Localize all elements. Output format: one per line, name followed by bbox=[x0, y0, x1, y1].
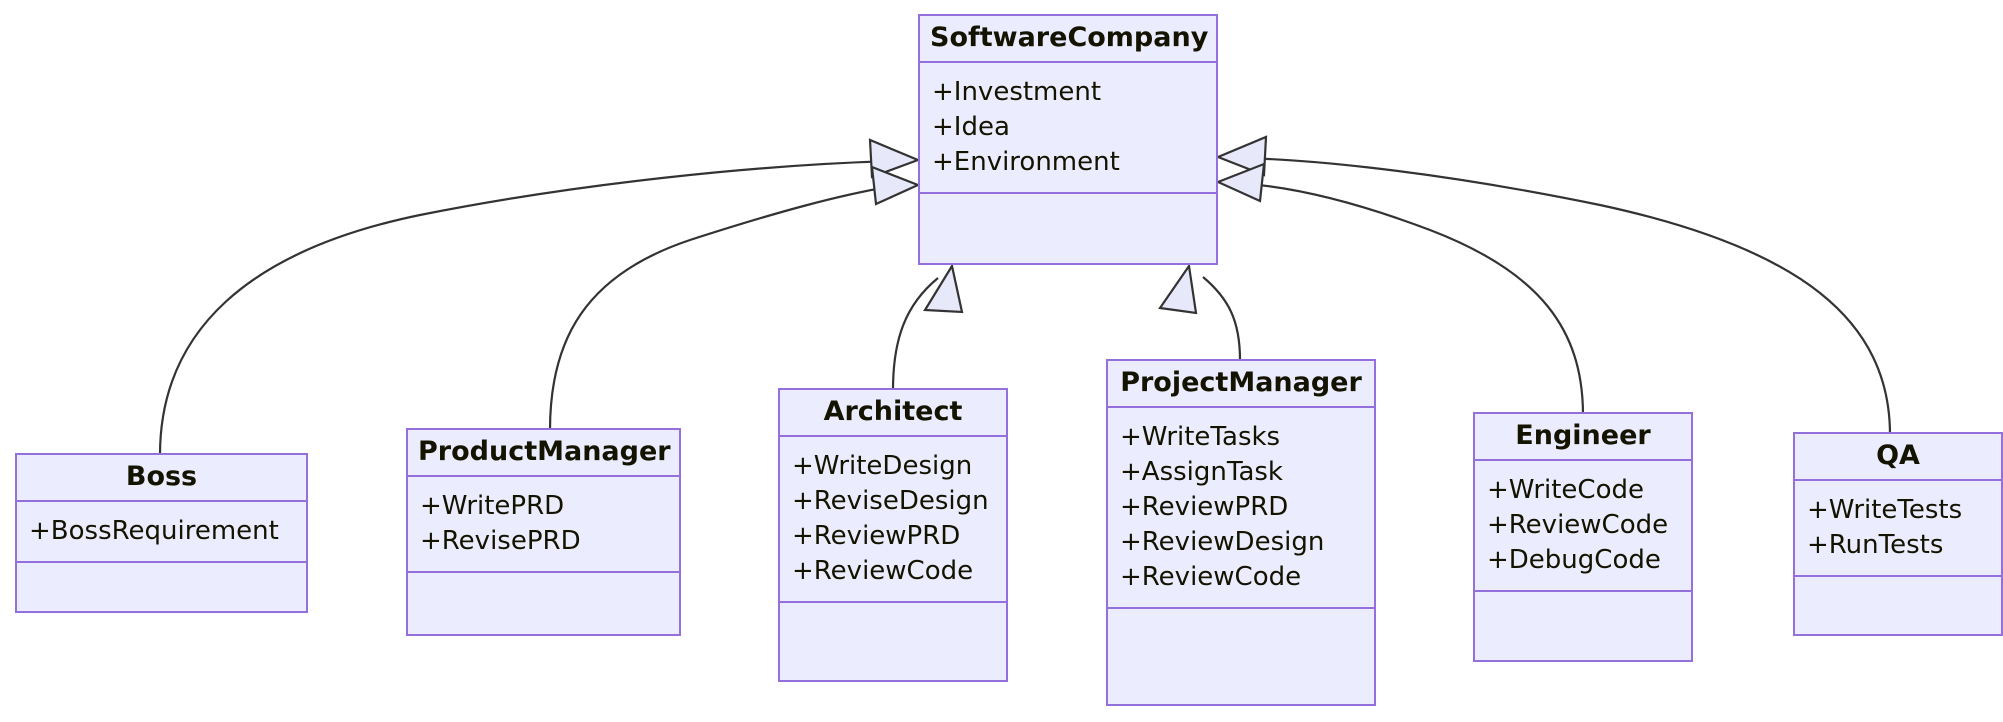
class-title-project-manager: ProjectManager bbox=[1120, 367, 1362, 398]
class-attribute: +ReviseDesign bbox=[792, 486, 989, 517]
class-divider bbox=[1795, 479, 2001, 481]
class-title-architect: Architect bbox=[823, 396, 963, 427]
class-attribute: +ReviewCode bbox=[792, 556, 974, 587]
edge-architect-to-softwarecompany bbox=[891, 277, 939, 391]
class-methods-project-manager bbox=[1108, 609, 1374, 635]
class-divider bbox=[1475, 459, 1691, 461]
class-title-qa: QA bbox=[1876, 440, 1920, 471]
arrowhead-qa bbox=[1215, 135, 1268, 177]
class-attributes-qa: +WriteTests +RunTests bbox=[1795, 481, 2001, 575]
class-attribute: +WriteTasks bbox=[1120, 422, 1281, 452]
class-divider bbox=[780, 601, 1006, 604]
class-methods-qa bbox=[1795, 577, 2001, 603]
uml-class-engineer[interactable]: Engineer +WriteCode +ReviewCode +DebugCo… bbox=[1473, 412, 1693, 662]
class-title-engineer: Engineer bbox=[1515, 420, 1651, 451]
class-attributes-architect: +WriteDesign +ReviseDesign +ReviewPRD +R… bbox=[780, 437, 1006, 601]
class-attribute: +RevisePRD bbox=[420, 526, 581, 557]
class-divider bbox=[920, 192, 1216, 195]
class-attributes-project-manager: +WriteTasks +AssignTask +ReviewPRD +Revi… bbox=[1108, 408, 1374, 607]
class-divider bbox=[1475, 590, 1691, 593]
class-attribute: +Idea bbox=[932, 112, 1010, 143]
arrowhead-engineer bbox=[1215, 162, 1266, 203]
class-attribute: +BossRequirement bbox=[29, 516, 279, 546]
class-methods-architect bbox=[780, 603, 1006, 629]
class-divider bbox=[408, 475, 679, 477]
class-attribute: +DebugCode bbox=[1487, 545, 1661, 576]
class-attribute: +RunTests bbox=[1807, 530, 1944, 561]
arrowhead-productmanager bbox=[870, 165, 921, 206]
class-title-software-company: SoftwareCompany bbox=[930, 22, 1209, 53]
class-attribute: +WriteCode bbox=[1487, 475, 1644, 505]
class-title-boss: Boss bbox=[125, 461, 198, 492]
class-attributes-software-company: +Investment +Idea +Environment bbox=[920, 63, 1216, 192]
class-title-product-manager: ProductManager bbox=[418, 436, 671, 467]
class-attributes-boss: +BossRequirement bbox=[17, 502, 306, 561]
uml-class-architect[interactable]: Architect +WriteDesign +ReviseDesign +Re… bbox=[778, 388, 1008, 682]
class-methods-boss bbox=[17, 563, 306, 589]
class-divider bbox=[1108, 607, 1374, 610]
class-divider bbox=[408, 571, 679, 574]
arrowhead-projectmanager bbox=[1158, 263, 1198, 315]
class-divider bbox=[1795, 575, 2001, 578]
class-attribute: +ReviewCode bbox=[1487, 510, 1669, 541]
class-attribute: +WritePRD bbox=[420, 491, 565, 521]
class-attribute: +AssignTask bbox=[1120, 457, 1283, 488]
class-attribute: +WriteTests bbox=[1807, 495, 1963, 525]
class-divider bbox=[17, 561, 306, 564]
class-attributes-product-manager: +WritePRD +RevisePRD bbox=[408, 477, 679, 571]
class-attribute: +WriteDesign bbox=[792, 451, 973, 481]
class-attribute: +Environment bbox=[932, 147, 1120, 178]
uml-class-boss[interactable]: Boss +BossRequirement bbox=[15, 453, 308, 613]
uml-class-project-manager[interactable]: ProjectManager +WriteTasks +AssignTask +… bbox=[1106, 359, 1376, 706]
class-methods-product-manager bbox=[408, 573, 679, 599]
arrowhead-boss bbox=[868, 138, 922, 179]
edge-projectmanager-to-softwarecompany bbox=[1202, 276, 1242, 361]
class-attributes-engineer: +WriteCode +ReviewCode +DebugCode bbox=[1475, 461, 1691, 590]
class-methods-software-company bbox=[920, 194, 1216, 222]
class-attribute: +ReviewPRD bbox=[792, 521, 961, 552]
uml-class-software-company[interactable]: SoftwareCompany +Investment +Idea +Envir… bbox=[918, 14, 1218, 265]
class-attribute: +ReviewDesign bbox=[1120, 527, 1325, 558]
class-attribute: +Investment bbox=[932, 77, 1102, 107]
class-divider bbox=[17, 500, 306, 502]
class-methods-engineer bbox=[1475, 592, 1691, 618]
class-attribute: +ReviewCode bbox=[1120, 562, 1302, 593]
class-divider bbox=[780, 435, 1006, 437]
arrowhead-architect bbox=[923, 263, 964, 314]
uml-class-qa[interactable]: QA +WriteTests +RunTests bbox=[1793, 432, 2003, 636]
uml-class-product-manager[interactable]: ProductManager +WritePRD +RevisePRD bbox=[406, 428, 681, 636]
class-attribute: +ReviewPRD bbox=[1120, 492, 1289, 523]
class-divider bbox=[1108, 406, 1374, 408]
class-divider bbox=[920, 61, 1216, 63]
